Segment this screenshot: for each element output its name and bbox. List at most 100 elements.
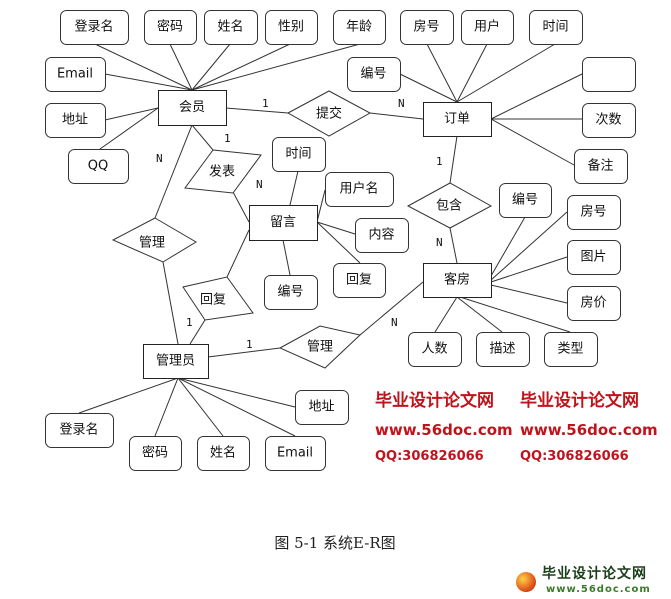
attribute-order <box>582 57 636 92</box>
connector-line <box>226 229 250 278</box>
attribute-message: 编号 <box>264 275 318 310</box>
connector-line <box>177 377 224 437</box>
connector-line <box>177 377 296 437</box>
attribute-label: 编号 <box>277 285 303 300</box>
entity-box <box>423 263 492 298</box>
attribute-label: 密码 <box>142 445 168 461</box>
logo-title: 毕业设计论文网 <box>542 566 647 582</box>
attribute-member: 性别 <box>265 10 318 45</box>
attribute-box <box>45 413 114 448</box>
attribute-box <box>68 149 129 184</box>
attribute-order: 时间 <box>529 10 583 45</box>
attribute-label: 时间 <box>285 147 311 162</box>
attribute-box <box>265 436 326 471</box>
attribute-box <box>499 183 552 218</box>
attribute-label: 房号 <box>580 204 606 220</box>
connector-line <box>434 296 458 333</box>
attribute-label: 地址 <box>308 400 334 415</box>
attribute-order: 房号 <box>400 10 454 45</box>
attribute-order: 用户 <box>461 10 514 45</box>
entity-message: 留言 <box>249 205 318 241</box>
connector-line <box>191 124 214 151</box>
connector-line <box>490 211 568 281</box>
attribute-box <box>476 332 530 367</box>
connector-line <box>189 319 206 345</box>
attribute-box <box>295 390 349 425</box>
attribute-label: 编号 <box>512 193 538 208</box>
watermark-site-cn: 毕业设计论文网 <box>375 391 494 411</box>
attribute-label: QQ <box>88 159 108 174</box>
attribute-box <box>408 332 462 367</box>
connector-line <box>225 107 289 114</box>
connector-line <box>99 107 159 150</box>
attribute-box <box>272 137 326 172</box>
attribute-box <box>144 10 197 45</box>
connector-line <box>104 107 159 121</box>
attribute-label: 姓名 <box>217 19 243 35</box>
attribute-box <box>265 10 318 45</box>
cardinality-label: 1 <box>186 316 193 329</box>
connector-line <box>104 73 193 91</box>
attribute-label: 类型 <box>557 342 583 357</box>
connector-line <box>177 377 296 408</box>
connector-line <box>316 221 356 235</box>
attribute-member: 年龄 <box>333 10 386 45</box>
attribute-member: 密码 <box>144 10 197 45</box>
logo-ball-icon <box>516 572 536 592</box>
attribute-box <box>461 10 514 45</box>
connector-line <box>316 221 361 264</box>
attribute-admin: 密码 <box>129 436 182 471</box>
relationship-diamond <box>286 90 372 137</box>
attribute-order: 备注 <box>574 149 628 184</box>
entity-room: 客房 <box>423 263 492 298</box>
connector-line <box>456 43 488 103</box>
watermark-url: www.56doc.com <box>375 421 513 439</box>
connector-line <box>490 73 583 120</box>
attribute-room: 编号 <box>499 183 552 218</box>
connector-line <box>94 43 193 91</box>
attribute-message: 回复 <box>333 263 386 298</box>
attribute-room: 描述 <box>476 332 530 367</box>
relationship-diamond <box>111 217 197 263</box>
entity-label: 订单 <box>444 112 470 127</box>
attribute-room: 类型 <box>544 332 598 367</box>
cardinality-label: N <box>436 236 443 249</box>
attribute-member: Email <box>45 57 106 92</box>
attribute-box <box>129 436 182 471</box>
attribute-label: 房价 <box>580 295 606 311</box>
relationship-diamond <box>182 276 254 321</box>
relationship-label: 管理 <box>139 236 165 251</box>
attribute-box <box>60 10 129 45</box>
attribute-label: 用户名 <box>339 181 378 197</box>
cardinality-label: 1 <box>262 97 269 110</box>
attribute-label: 密码 <box>157 19 183 35</box>
attribute-box <box>333 10 386 45</box>
connector-line <box>490 256 568 283</box>
connector-line <box>78 377 179 414</box>
relationship-label: 回复 <box>200 293 226 308</box>
relationship-contain: 包含 <box>406 182 493 229</box>
attribute-admin: Email <box>265 436 326 471</box>
attribute-label: Email <box>277 446 313 461</box>
entity-box <box>158 90 227 126</box>
attribute-room: 房价 <box>567 286 621 321</box>
attribute-box <box>355 218 409 253</box>
attribute-admin: 地址 <box>295 390 349 425</box>
attribute-order: 编号 <box>347 57 401 92</box>
attribute-box <box>325 172 394 207</box>
connector-line <box>154 124 193 219</box>
entity-box <box>249 205 318 241</box>
attribute-box <box>574 149 628 184</box>
attribute-box <box>197 436 250 471</box>
attribute-label: 时间 <box>542 20 568 35</box>
watermark-qq-2: QQ:306826066 <box>520 449 629 464</box>
attribute-message: 用户名 <box>325 172 394 207</box>
attribute-box <box>400 10 454 45</box>
cardinality-label: N <box>156 152 163 165</box>
attribute-admin: 姓名 <box>197 436 250 471</box>
attribute-box <box>333 263 386 298</box>
entity-label: 留言 <box>270 215 296 230</box>
attribute-box <box>204 10 258 45</box>
connector-line <box>449 227 458 264</box>
entity-box <box>143 344 209 379</box>
